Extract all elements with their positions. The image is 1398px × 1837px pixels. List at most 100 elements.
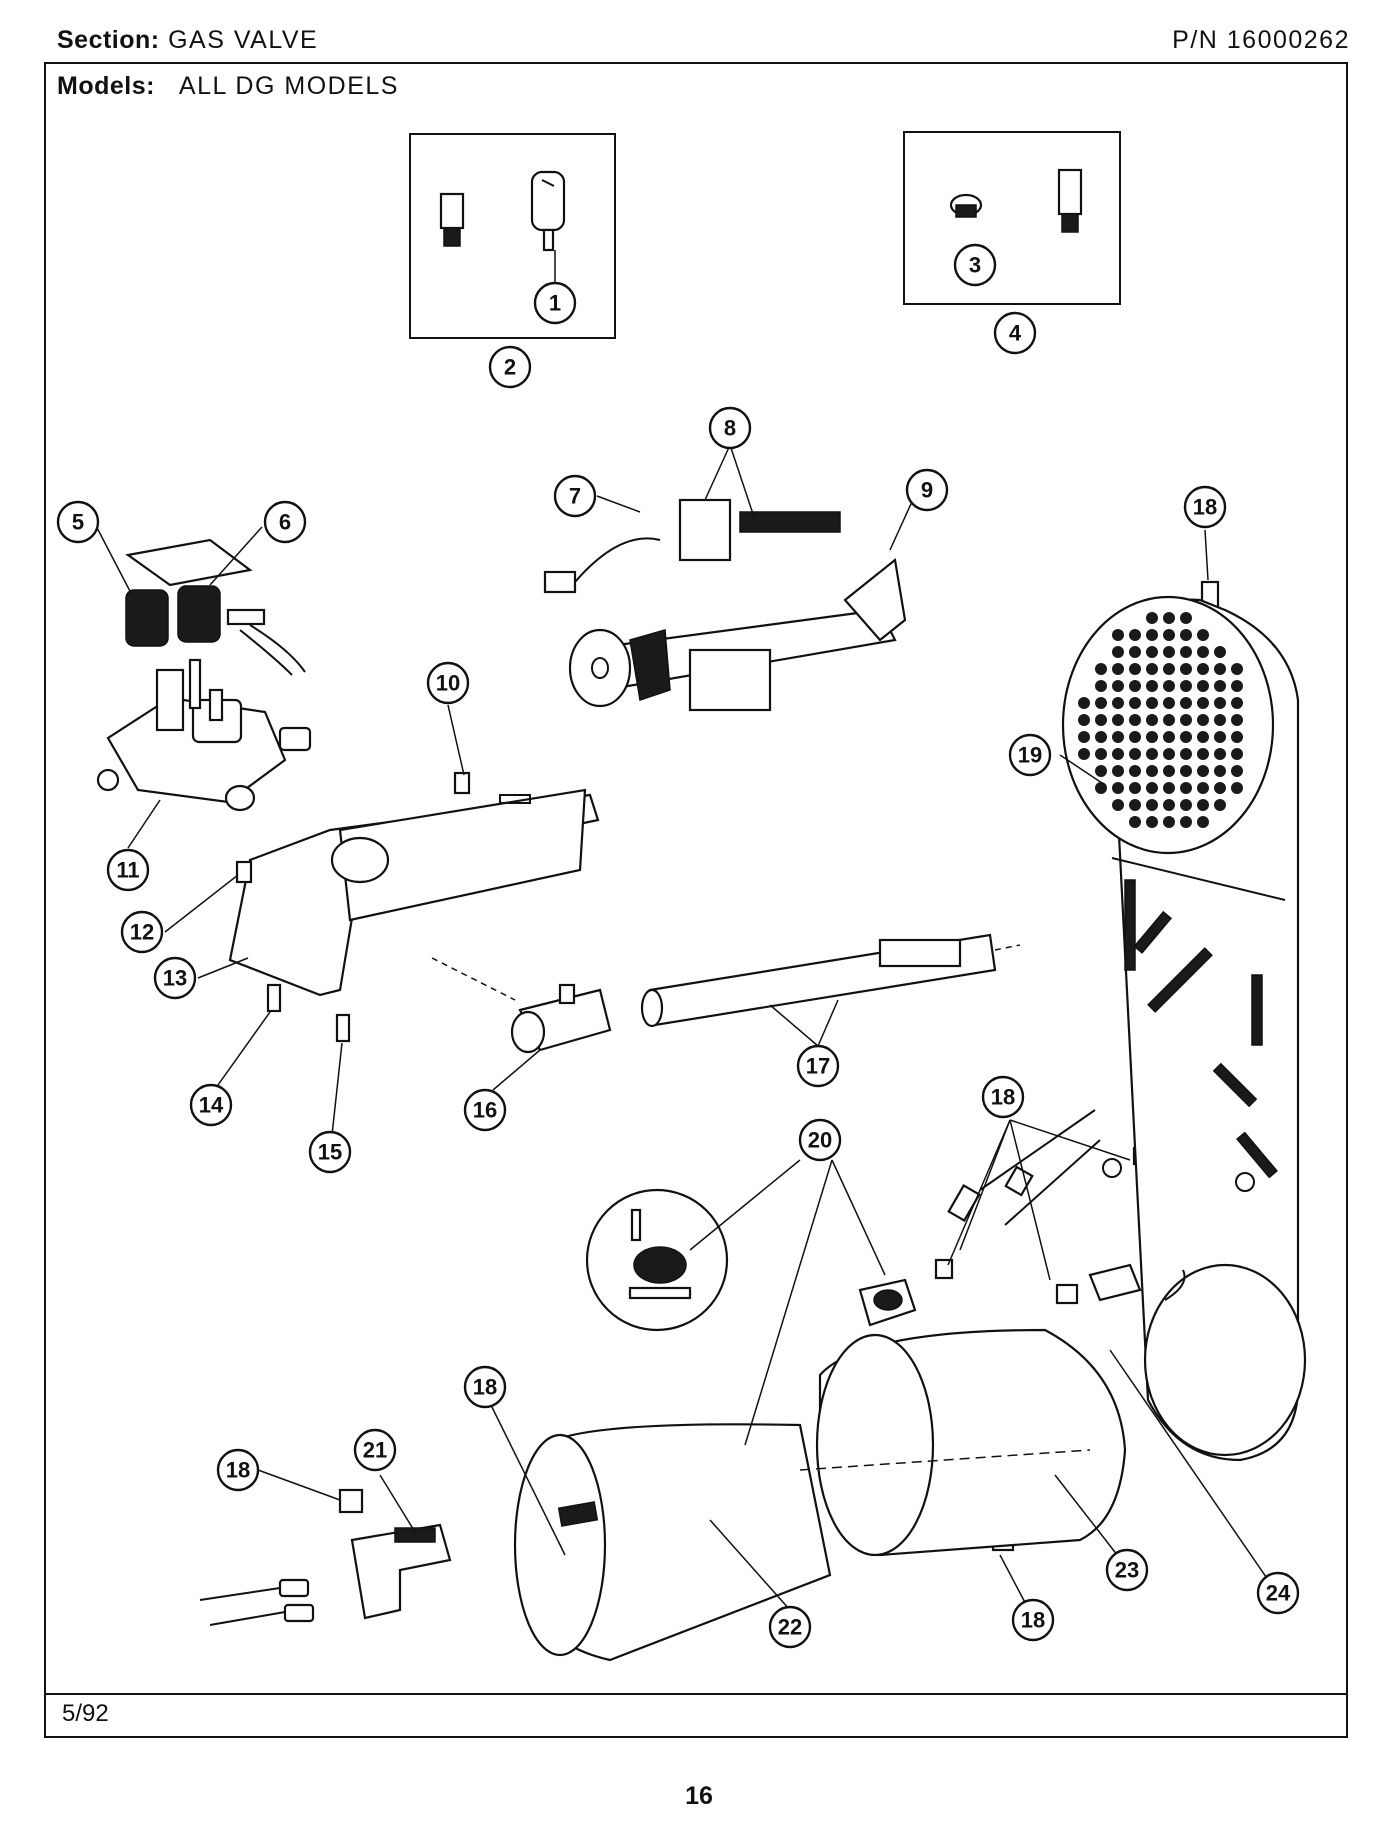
callout-6: 6 (263, 500, 307, 544)
perforation-hole (1112, 731, 1124, 743)
perforation-hole (1112, 714, 1124, 726)
callout-16: 16 (463, 1088, 507, 1132)
svg-text:4: 4 (1009, 321, 1022, 346)
orifice-part (439, 192, 465, 247)
perforation-hole (1180, 663, 1192, 675)
perforation-hole (1163, 782, 1175, 794)
perforation-hole (1197, 646, 1209, 658)
callout-4: 4 (993, 311, 1037, 355)
callout-3: 3 (953, 243, 997, 287)
perforation-hole (1231, 731, 1243, 743)
perforation-hole (1095, 731, 1107, 743)
section-label: Section: (57, 26, 160, 54)
perforation-hole (1214, 714, 1226, 726)
perforation-hole (1112, 782, 1124, 794)
thermostat-on-chamber (858, 1278, 917, 1327)
callout-17: 17 (796, 1044, 840, 1088)
perforation-hole (1163, 629, 1175, 641)
callout-9: 9 (905, 468, 949, 512)
callout-23: 23 (1105, 1548, 1149, 1592)
perforation-hole (1163, 680, 1175, 692)
svg-text:17: 17 (806, 1054, 830, 1079)
perforation-hole (1214, 799, 1226, 811)
perforation-hole (1214, 680, 1226, 692)
perforation-hole (1112, 680, 1124, 692)
diagram-frame (44, 62, 1348, 1738)
svg-text:6: 6 (279, 510, 291, 535)
svg-text:2: 2 (504, 355, 516, 380)
perforation-hole (1078, 731, 1090, 743)
svg-text:18: 18 (473, 1375, 497, 1400)
svg-text:16: 16 (473, 1098, 497, 1123)
models-value: ALL DG MODELS (178, 72, 399, 100)
callout-18-top: 18 (1183, 485, 1227, 529)
perforation-hole (1163, 799, 1175, 811)
perforation-hole (1197, 782, 1209, 794)
perforation-hole (1078, 697, 1090, 709)
inset-box-2 (409, 133, 616, 339)
perforation-hole (1163, 731, 1175, 743)
perforation-hole (1112, 629, 1124, 641)
perforation-hole (1180, 782, 1192, 794)
perforation-hole (1197, 629, 1209, 641)
perforation-hole (1095, 663, 1107, 675)
perforation-hole (1214, 731, 1226, 743)
perforation-hole (1146, 629, 1158, 641)
pilot-orifice-part-1 (530, 170, 566, 252)
perforation-hole (1163, 714, 1175, 726)
perforation-hole (1163, 612, 1175, 624)
perforation-hole (1146, 697, 1158, 709)
svg-text:18: 18 (1193, 495, 1217, 520)
perforation-hole (1197, 799, 1209, 811)
perforation-hole (1180, 629, 1192, 641)
callout-2: 2 (488, 345, 532, 389)
page-number: 16 (685, 1782, 713, 1810)
perforation-hole (1197, 765, 1209, 777)
perforation-hole (1129, 816, 1141, 828)
perforation-hole (1146, 782, 1158, 794)
callout-18-far-left: 18 (216, 1448, 260, 1492)
mounting-bracket (228, 788, 600, 997)
svg-text:19: 19 (1018, 743, 1042, 768)
gas-pipe (640, 933, 1021, 1028)
callout-18-bottom: 18 (1011, 1598, 1055, 1642)
thermostat-inset (585, 1188, 729, 1332)
svg-text:21: 21 (363, 1438, 387, 1463)
callout-1: 1 (533, 281, 577, 325)
perforation-hole (1180, 799, 1192, 811)
perforation-hole (1146, 612, 1158, 624)
svg-text:7: 7 (569, 484, 581, 509)
svg-text:24: 24 (1266, 1581, 1291, 1606)
perforation-hole (1197, 816, 1209, 828)
svg-text:15: 15 (318, 1140, 342, 1165)
callout-13: 13 (153, 956, 197, 1000)
perforation-hole (1129, 697, 1141, 709)
perforation-hole (1163, 816, 1175, 828)
svg-text:22: 22 (778, 1615, 802, 1640)
perforation-hole (1163, 748, 1175, 760)
callout-20: 20 (798, 1118, 842, 1162)
cap-part-3 (949, 193, 983, 218)
perforation-hole (1197, 680, 1209, 692)
callout-24: 24 (1256, 1571, 1300, 1615)
callout-8: 8 (708, 406, 752, 450)
perforation-hole (1231, 782, 1243, 794)
callout-22: 22 (768, 1605, 812, 1649)
perforation-hole (1146, 646, 1158, 658)
callout-18-mid: 18 (981, 1075, 1025, 1119)
perforation-hole (1095, 748, 1107, 760)
perforation-hole (1146, 765, 1158, 777)
svg-text:1: 1 (549, 291, 561, 316)
callout-21: 21 (353, 1428, 397, 1472)
svg-text:18: 18 (991, 1085, 1015, 1110)
perforation-hole (1180, 714, 1192, 726)
perforation-hole (1231, 714, 1243, 726)
perforation-hole (1095, 680, 1107, 692)
perforation-hole (1197, 731, 1209, 743)
svg-text:11: 11 (116, 858, 139, 883)
wire-connectors (947, 1109, 1186, 1302)
perforation-hole (1197, 748, 1209, 760)
svg-text:14: 14 (199, 1093, 224, 1118)
perforation-hole (1129, 629, 1141, 641)
models-label: Models: (57, 72, 155, 100)
